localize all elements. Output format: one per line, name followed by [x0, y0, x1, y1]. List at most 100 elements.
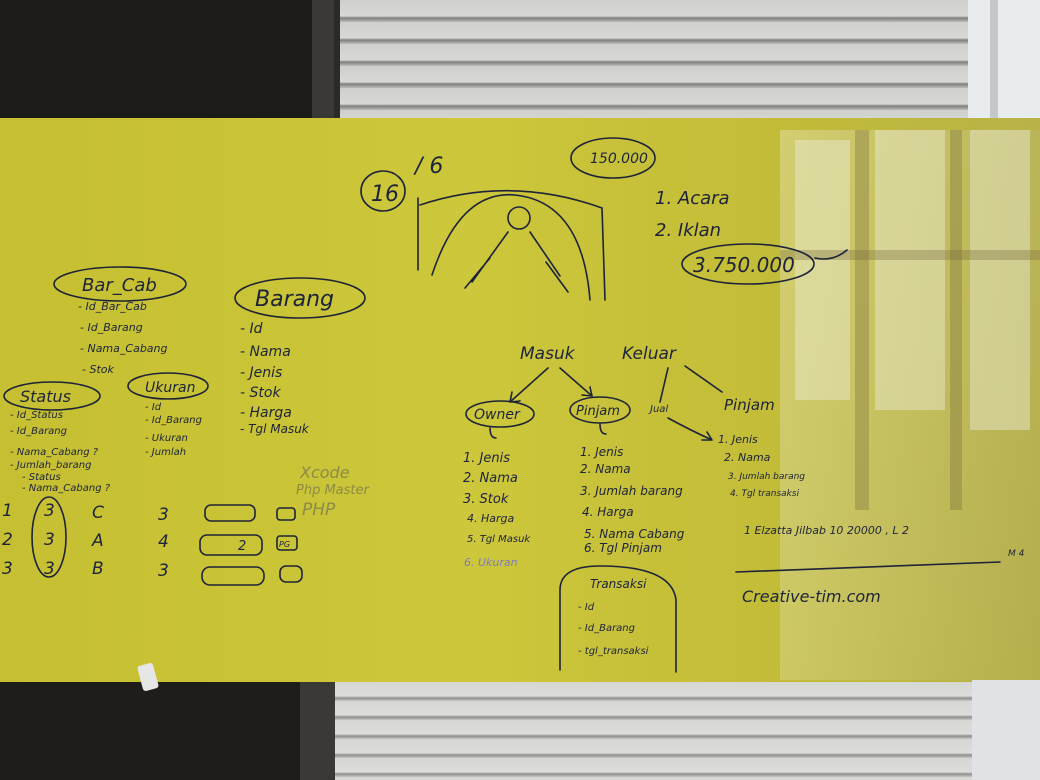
status-field: - Nama_Cabang ?: [22, 483, 111, 494]
owner-item: 4. Harga: [467, 512, 515, 525]
arrow-ticks: [489, 423, 607, 439]
window-mullion: [990, 0, 998, 135]
window-blinds-top: [340, 0, 970, 128]
oval-barang: [234, 277, 366, 319]
grid-cell: A: [91, 531, 104, 551]
ukuran-field: - Jumlah: [145, 447, 186, 458]
oval-owner: [465, 400, 535, 428]
reflection-pane: [875, 130, 945, 410]
window-bottom-right: [972, 680, 1040, 780]
owner-item: 6. Ukuran: [464, 556, 518, 569]
bar-cab-field: - Nama_Cabang: [80, 342, 168, 355]
reflection-pane: [970, 130, 1030, 430]
right-item: 1. Jenis: [718, 433, 758, 446]
reflection-pane: [795, 140, 850, 400]
right-note-row: 1 Elzatta Jilbab 10 20000 , L 2: [744, 524, 909, 537]
pinjam-item: 3. Jumlah barang: [580, 484, 683, 498]
right-item: 3. Jumlah barang: [728, 472, 805, 482]
grid-cell: 4: [158, 532, 169, 552]
status-field: - Id_Status: [10, 410, 63, 421]
owner-item: 3. Stok: [463, 492, 509, 507]
tool-line: PHP: [302, 500, 336, 520]
pinjam-item: 5. Nama Cabang: [584, 527, 685, 541]
small-box-label: PG: [279, 540, 290, 549]
grid-cell: C: [92, 503, 104, 523]
circle-16: [360, 170, 406, 212]
bar-cab-field: - Id_Barang: [80, 321, 143, 334]
status-field: - Status: [22, 472, 61, 483]
divider-line: [735, 561, 1001, 573]
status-field: - Id_Barang: [10, 426, 67, 437]
arrow-jual-list: [667, 417, 713, 441]
drawing-dome: [431, 193, 591, 301]
box-row2: [199, 534, 263, 556]
ukuran-field: - Ukuran: [145, 433, 188, 444]
arrow-tail: [814, 249, 848, 260]
grid-cell: B: [92, 559, 104, 579]
dark-cabinet: [0, 0, 334, 120]
oval-pinjam: [569, 396, 631, 424]
grid-cell: 3: [158, 561, 169, 581]
arrow-masuk-pinjam: [559, 367, 593, 397]
status-field: - Nama_Cabang ?: [10, 447, 99, 458]
window-reflection: [780, 130, 1040, 680]
transaksi-title: Transaksi: [590, 577, 647, 591]
transaksi-box: [559, 565, 677, 673]
status-field: - Jumlah_barang: [10, 460, 91, 471]
grid-cell: 3: [44, 559, 55, 579]
small-box-1: [276, 507, 296, 521]
pinjam-item: 4. Harga: [582, 505, 634, 519]
oval-bar-cab: [53, 266, 187, 302]
flow-pinjam-left: Pinjam: [576, 404, 620, 419]
pinjam-item: 2. Nama: [580, 462, 631, 476]
small-box-3: [279, 565, 303, 583]
top-number-rest: / 6: [413, 154, 443, 179]
flow-jual: Jual: [648, 404, 668, 415]
circle-total-amount: [681, 243, 815, 285]
oval-ukuran: [127, 372, 209, 400]
site-url: Creative-tim.com: [742, 587, 881, 606]
cabinet-frame: [300, 682, 335, 780]
transaksi-field: - Id: [578, 602, 595, 613]
reflection-bar: [950, 130, 962, 510]
grid-cell: 1: [2, 501, 13, 521]
transaksi-field: - tgl_transaksi: [578, 646, 649, 657]
dark-cabinet-bottom: [0, 682, 335, 780]
tool-line: Php Master: [296, 483, 371, 498]
drawing-limbs: [464, 231, 569, 293]
circled-number: 16: [371, 182, 399, 207]
window-blinds-bottom: [335, 682, 975, 780]
barang-title: Barang: [255, 287, 334, 312]
tool-line: Xcode: [299, 463, 350, 482]
barang-field: - Harga: [240, 405, 292, 421]
grid-cell: 2: [2, 530, 13, 550]
window-top-right: [968, 0, 1040, 135]
circle-top-amount: [570, 137, 656, 179]
ukuran-title: Ukuran: [145, 380, 195, 396]
pinjam-item: 1. Jenis: [580, 445, 623, 459]
grid-cell: 3: [44, 501, 55, 521]
box-row3: [201, 566, 265, 586]
owner-item: 5. Tgl Masuk: [467, 534, 531, 545]
ukuran-field: - Id_Barang: [145, 415, 202, 426]
pinjam-item: 6. Tgl Pinjam: [584, 541, 662, 555]
box-value: 2: [238, 539, 246, 554]
right-item: 2. Nama: [724, 451, 771, 464]
arrow-masuk-owner: [509, 367, 549, 403]
barang-field: - Tgl Masuk: [240, 422, 310, 436]
box-row1: [204, 504, 256, 522]
small-box-2: [276, 535, 298, 551]
owner-item: 2. Nama: [463, 471, 518, 486]
grid-cell: 3: [2, 559, 13, 579]
owner-item: 1. Jenis: [463, 451, 510, 466]
barang-field: - Id: [240, 321, 263, 337]
drawing-frame: [417, 189, 606, 301]
flow-owner: Owner: [474, 407, 521, 423]
barang-field: - Nama: [240, 344, 291, 360]
bar-cab-title: Bar_Cab: [82, 275, 157, 296]
oval-column: [31, 496, 67, 578]
reflection-bar: [780, 250, 1040, 260]
cabinet-frame: [312, 0, 334, 120]
transaksi-field: - Id_Barang: [578, 623, 635, 634]
